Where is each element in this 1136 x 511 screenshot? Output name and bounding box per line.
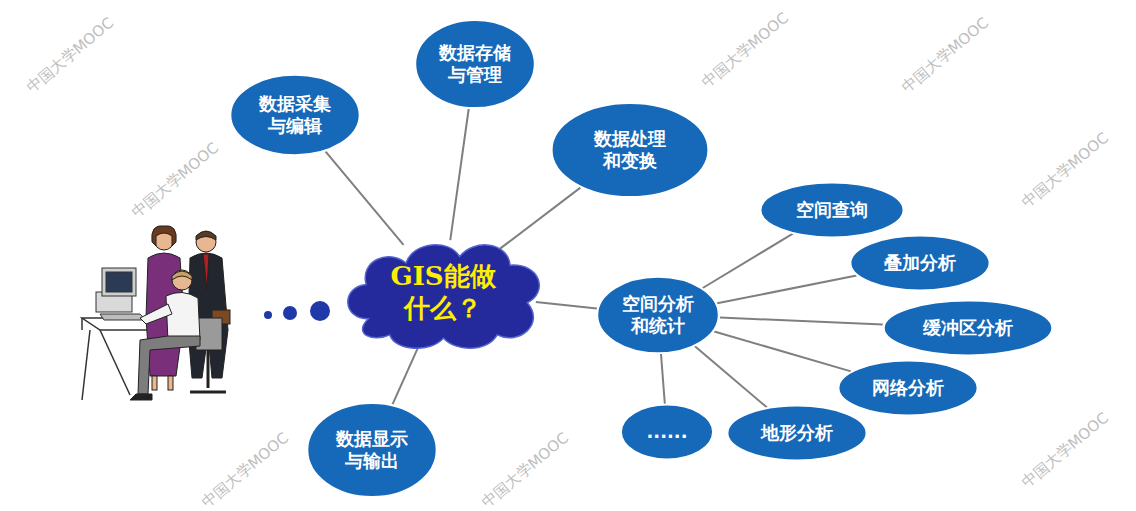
connector-line [536,302,597,309]
function-label: 数据采集 与编辑 [259,93,331,138]
seated-man [130,270,226,400]
function-ellipse: ...... [620,404,714,460]
function-ellipse: 叠加分析 [849,235,991,291]
function-ellipse: 地形分析 [726,405,868,461]
cloud-shape [336,233,551,351]
function-ellipse: 空间查询 [759,182,905,238]
connector-stroke [325,151,403,244]
function-ellipse: 数据存储 与管理 [414,19,536,109]
function-ellipse: 空间分析 和统计 [596,276,720,354]
watermark: 中国大学MOOC [478,428,572,511]
function-label: 缓冲区分析 [923,317,1013,340]
ellipse-outline [415,20,535,108]
function-label: ...... [646,421,687,444]
watermark: 中国大学MOOC [898,13,992,96]
watermark: 中国大学MOOC [23,13,117,96]
ellipse-outline [850,236,989,291]
ellipse-outline [621,405,713,460]
connector-stroke [720,318,883,325]
ellipse-outline [760,183,903,238]
function-label: 数据处理 和变换 [594,128,666,173]
connector-stroke [450,109,468,240]
function-label: 数据显示 与输出 [336,428,408,473]
ellipse-outline [727,406,866,461]
connector-stroke [393,342,421,404]
ellipse-outline [552,103,709,197]
watermark: 中国大学MOOC [198,428,292,511]
connector-stroke [714,331,851,371]
watermark: 中国大学MOOC [128,138,222,221]
connector-line [393,342,421,404]
connector-stroke [536,302,597,309]
ellipse-outline [884,301,1053,356]
connector-line [714,331,851,371]
function-ellipse: 网络分析 [837,360,979,416]
connector-line [720,318,883,325]
function-label: 叠加分析 [884,252,956,275]
ellipse-outline [838,361,977,416]
connector-stroke [498,188,580,250]
function-label: 空间分析 和统计 [622,293,694,338]
function-ellipse: 数据处理 和变换 [550,102,710,198]
function-ellipse: 缓冲区分析 [882,300,1054,356]
function-label: 数据存储 与管理 [439,42,511,87]
ellipse-outline [597,277,719,353]
central-cloud: GIS能做 什么？ [336,233,551,351]
connector-stroke [703,234,793,288]
watermark: 中国大学MOOC [1018,408,1112,491]
function-label: 地形分析 [761,422,833,445]
connector-line [450,109,468,240]
connector-line [695,346,767,407]
thought-dots [264,301,330,321]
connector-line [498,188,580,250]
function-label: 空间查询 [796,199,868,222]
connector-line [703,234,793,288]
computer [96,268,146,320]
connector-stroke [717,276,856,304]
watermark: 中国大学MOOC [698,8,792,91]
connector-stroke [661,354,665,404]
connector-line [661,354,665,404]
watermark: 中国大学MOOC [1018,128,1112,211]
ellipse-outline [230,75,359,155]
ellipse-outline [307,403,436,497]
connector-line [717,276,856,304]
function-label: 网络分析 [872,377,944,400]
cloud-outline [347,245,538,349]
function-ellipse: 数据显示 与输出 [306,402,438,498]
connector-stroke [695,346,767,407]
cloud-title: GIS能做 什么？ [390,260,495,325]
connector-line [325,151,403,244]
function-ellipse: 数据采集 与编辑 [229,74,361,156]
